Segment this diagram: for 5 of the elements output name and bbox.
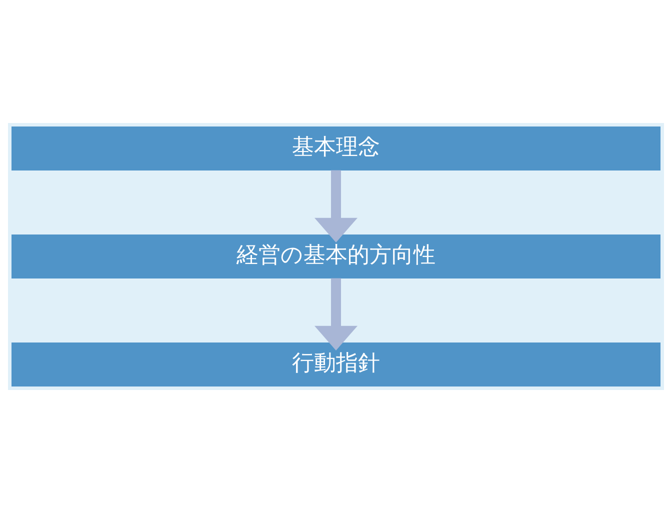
node-box: 経営の基本的方向性 — [12, 234, 660, 278]
node-box: 行動指針 — [12, 342, 660, 386]
arrow — [314, 278, 358, 350]
node-box: 基本理念 — [12, 126, 660, 170]
arrow — [314, 170, 358, 242]
